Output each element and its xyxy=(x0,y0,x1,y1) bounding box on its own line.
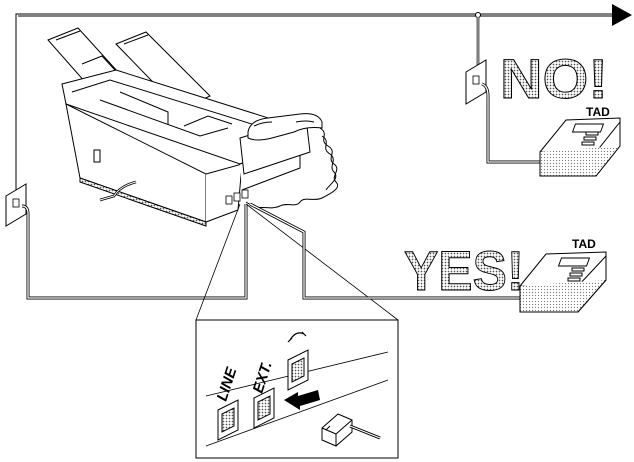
arrow-right-icon xyxy=(612,4,632,26)
line-junction xyxy=(476,13,481,18)
zoom-callout-lines xyxy=(196,204,398,320)
no-label: NO! xyxy=(500,47,608,110)
tad-bottom-label: TAD xyxy=(572,237,596,251)
tad-top-label: TAD xyxy=(586,105,610,119)
tad-bottom-device xyxy=(520,252,606,312)
tad-top-device xyxy=(540,118,620,176)
top-wall-jack xyxy=(466,60,486,104)
yes-label: YES! xyxy=(404,239,524,302)
